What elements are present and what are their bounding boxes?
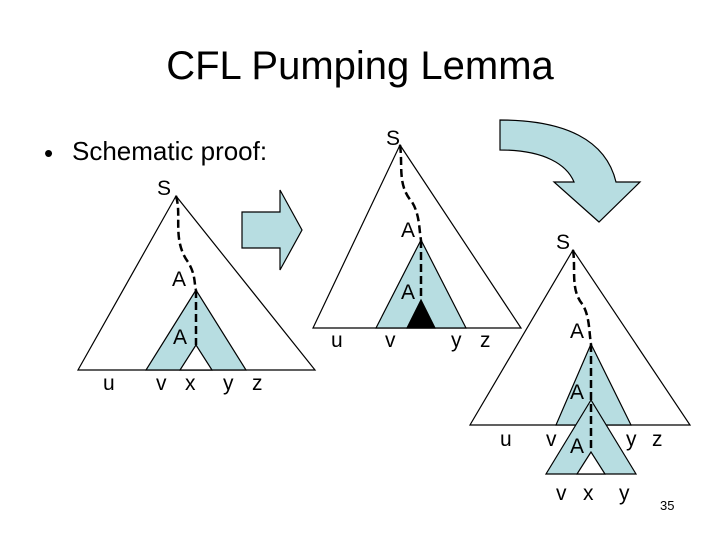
tree3-var2-label: A [570,381,584,404]
tree3-x-label: x [583,482,594,505]
tree2-root-label: S [386,127,400,150]
tree3-y1-label: y [626,428,637,451]
tree-1: S A A u v x y z [76,177,317,395]
slide-title: CFL Pumping Lemma [166,44,554,88]
tree3-var3-label: A [570,435,584,458]
tree1-path-s-a [174,195,198,291]
tree1-root-label: S [157,177,171,200]
tree2-lower-a-subtree [406,298,436,329]
tree1-var-upper-label: A [172,268,186,291]
tree2-var-upper-label: A [401,219,415,242]
tree3-v1-label: v [546,428,557,451]
tree1-u-label: u [103,372,115,395]
tree1-z-label: z [252,372,263,395]
tree3-u-label: u [500,428,512,451]
tree3-y2-label: y [619,482,630,505]
tree-2: S A A u v y z [312,127,523,352]
tree3-v2-label: v [556,482,567,505]
page-number: 35 [660,498,675,513]
tree1-x-label: x [185,372,196,395]
tree3-z-label: z [652,428,663,451]
tree2-z-label: z [480,329,491,352]
right-arrow [241,189,303,271]
tree3-a3-subtree [575,450,607,475]
tree1-y-label: y [223,372,234,395]
tree2-u-label: u [331,329,343,352]
tree1-lower-a-subtree [178,343,214,371]
curved-down-arrow [499,119,642,223]
tree3-path-s-a [571,249,593,345]
tree2-v-label: v [385,329,396,352]
bullet-marker: • [44,138,54,168]
tree2-var-lower-label: A [401,281,415,304]
tree3-root-label: S [556,231,570,254]
tree3-var1-label: A [570,320,584,343]
tree1-var-lower-label: A [173,326,187,349]
tree2-y-label: y [451,329,462,352]
tree-3: S A A A u v y z v x y [468,231,692,505]
tree2-path-s-a [398,144,423,241]
bullet-text: Schematic proof: [72,136,268,166]
tree1-v-label: v [156,372,167,395]
